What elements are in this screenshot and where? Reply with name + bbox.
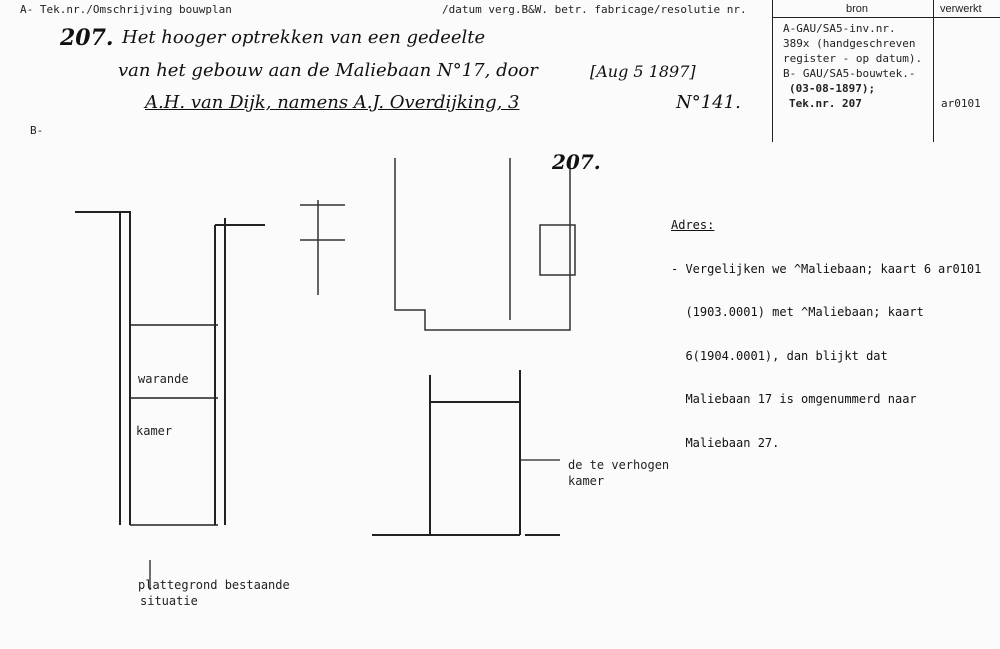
divider [933,0,934,142]
adres-line: - Vergelijken we ^Maliebaan; kaart 6 [671,261,932,276]
label-plattegrond: plattegrond bestaande [138,578,290,592]
facade-sketch [300,158,576,331]
entry-resolution: N°141. [676,92,741,113]
drawing-number: 207. [552,150,601,174]
bron-line: register - op datum). [783,52,923,65]
adres-line: Maliebaan 17 is omgenummerd naar [671,392,917,406]
bron-line: (03-08-1897); [789,82,876,95]
verwerkt-code: ar0101 [941,97,981,110]
bron-line: A-GAU/SA5-inv.nr. [783,22,896,35]
divider [772,0,773,142]
entry-line3: A.H. van Dijk, namens A.J. Overdijking, … [145,92,520,113]
entry-date: [Aug 5 1897] [590,62,696,81]
label-kamer: kamer [136,424,173,438]
header-col-a: A- Tek.nr./Omschrijving bouwplan [20,3,232,16]
divider [772,17,1000,18]
floor-plan [75,211,265,526]
adres-line: 6(1904.0001), dan blijkt dat [671,348,888,363]
bron-line: B- GAU/SA5-bouwtek.- [783,67,916,80]
bron-text: A-GAU/SA5-inv.nr. 389x (handgeschreven r… [783,21,922,111]
entry-line1: Het hooger optrekken van een gedeelte [122,27,486,48]
section-b-label: B- [30,124,44,137]
adres-block: Adres: - Vergelijken we ^Maliebaan; kaar… [671,189,931,479]
adres-code: ar0101 [938,262,982,276]
entry-line2: van het gebouw aan de Maliebaan N°17, do… [118,60,538,81]
adres-line: Maliebaan 27. [671,435,780,450]
label-warande: warande [138,372,189,386]
adres-line: (1903.0001) met ^Maliebaan; kaart [671,305,924,319]
bron-line: Tek.nr. 207 [789,97,862,110]
section-plan [372,370,560,536]
adres-title: Adres: [671,218,715,232]
header-col-date: /datum verg.B&W. betr. fabricage/resolut… [442,3,747,16]
bron-line: 389x (handgeschreven [783,37,916,50]
label-situatie: situatie [140,594,198,608]
label-verhogen-2: kamer [568,474,605,488]
entry-number: 207. [60,25,114,51]
header-col-verwerkt: verwerkt [940,3,982,15]
header-col-bron: bron [846,3,869,15]
label-verhogen: de te verhogen [568,458,670,472]
